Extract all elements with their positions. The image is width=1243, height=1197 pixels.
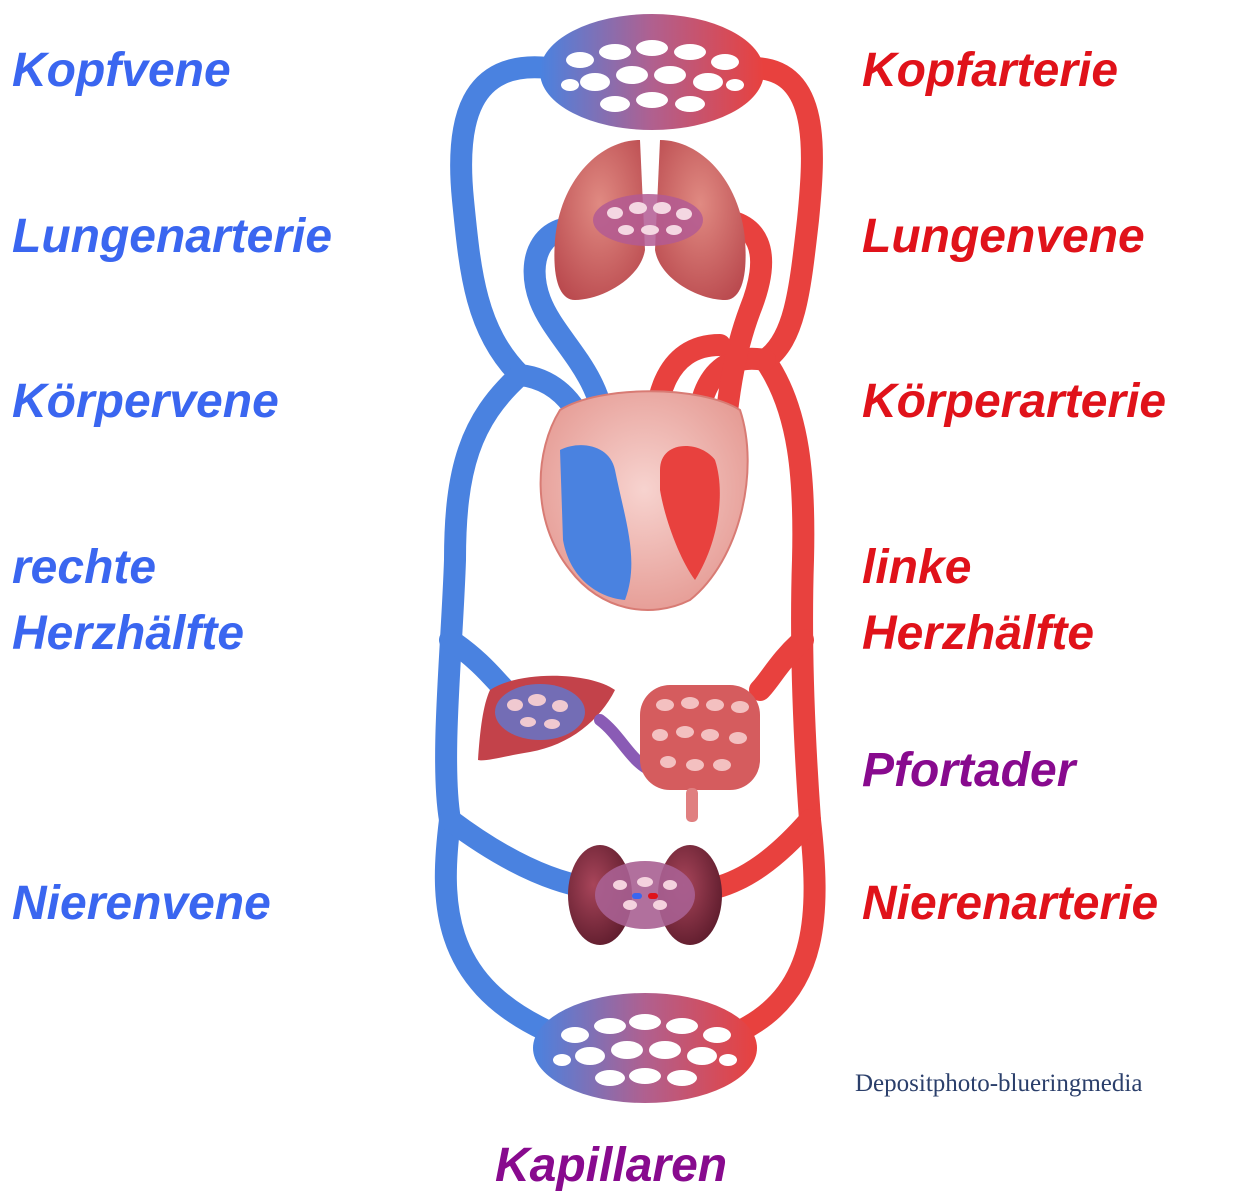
label-kopfvene: Kopfvene xyxy=(12,40,231,102)
label-rechte-herzhaelfte: Herzhälfte xyxy=(12,603,244,665)
label-lungenvene: Lungenvene xyxy=(862,206,1145,268)
label-koerpervene: Körpervene xyxy=(12,371,279,433)
liver-icon xyxy=(478,676,650,770)
kidneys-icon xyxy=(568,845,722,945)
label-koerperarterie: Körperarterie xyxy=(862,371,1166,433)
label-linke: linke xyxy=(862,537,971,599)
label-pfortader: Pfortader xyxy=(862,740,1075,802)
label-nierenvene: Nierenvene xyxy=(12,873,271,935)
label-linke-herzhaelfte: Herzhälfte xyxy=(862,603,1094,665)
label-kopfarterie: Kopfarterie xyxy=(862,40,1118,102)
label-rechte: rechte xyxy=(12,537,156,599)
label-lungenarterie: Lungenarterie xyxy=(12,206,332,268)
head-capillary-icon xyxy=(540,14,764,130)
intestine-icon xyxy=(640,685,760,822)
lungs-icon xyxy=(554,140,745,300)
body-capillary-icon xyxy=(533,993,757,1103)
image-credit: Depositphoto-blueringmedia xyxy=(855,1070,1142,1098)
label-kapillaren: Kapillaren xyxy=(495,1135,727,1197)
label-nierenarterie: Nierenarterie xyxy=(862,873,1158,935)
heart-icon xyxy=(541,391,748,610)
